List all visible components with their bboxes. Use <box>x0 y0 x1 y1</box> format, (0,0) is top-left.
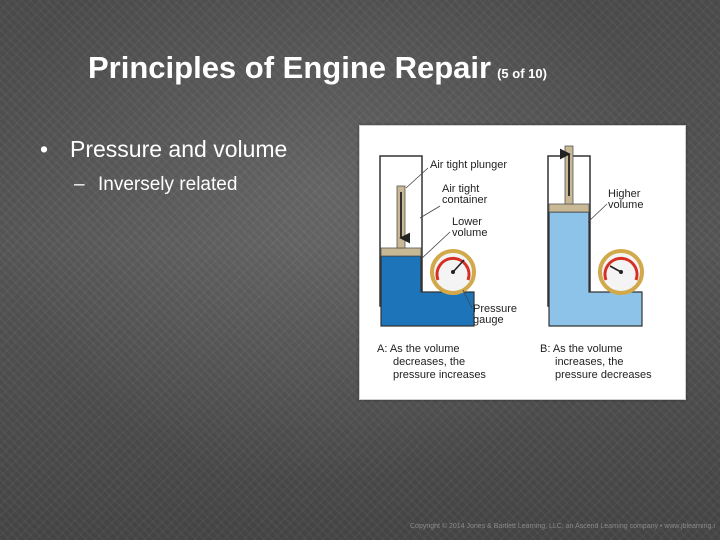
gauge-hub-a <box>451 270 455 274</box>
caption-b-1: B: As the volume <box>540 343 623 355</box>
copyright-notice: Copyright © 2014 Jones & Bartlett Learni… <box>410 523 715 530</box>
gauge-hub-b <box>619 270 623 274</box>
pressure-volume-diagram: Air tight plunger Air tight container Lo… <box>359 125 686 400</box>
leader-lines <box>405 167 608 309</box>
bullet-list: • Pressure and volume –Inversely related <box>40 134 287 198</box>
plunger-b <box>548 203 590 213</box>
title-main: Principles of Engine Repair <box>88 50 492 85</box>
slide-title: Principles of Engine Repair (5 of 10) <box>88 48 708 94</box>
bullet-text: Pressure and volume <box>70 136 288 162</box>
label-plunger: Air tight plunger <box>430 159 507 171</box>
leader-lower <box>419 231 451 261</box>
apparatus-a <box>379 155 476 327</box>
gauge-scale-b <box>603 257 639 281</box>
caption-a-1: A: As the volume <box>377 343 460 355</box>
caption-a-2: decreases, the <box>393 356 465 368</box>
gauge-needle-a <box>452 259 465 273</box>
label-container-2: container <box>442 194 488 206</box>
label-container-1: Air tight <box>442 183 479 195</box>
title-counter: (5 of 10) <box>497 66 547 81</box>
apparatus-b <box>547 145 644 327</box>
caption-a-3: pressure increases <box>393 369 486 381</box>
caption-b-3: pressure decreases <box>555 369 652 381</box>
sub-bullet-text: Inversely related <box>98 174 238 195</box>
sub-bullet-glyph: – <box>74 174 85 195</box>
bullet-item: • Pressure and volume <box>40 134 287 164</box>
sub-bullet-item: –Inversely related <box>74 172 287 198</box>
label-gauge-2: gauge <box>473 314 504 326</box>
label-gauge-1: Pressure <box>473 303 517 315</box>
gauge-needle-b <box>609 265 622 273</box>
diagram-labels: Air tight plunger Air tight container Lo… <box>377 159 652 381</box>
label-lower-2: volume <box>452 227 487 239</box>
plunger-a <box>380 247 422 257</box>
diagram-svg: Air tight plunger Air tight container Lo… <box>377 145 652 381</box>
leader-plunger <box>405 167 429 189</box>
leader-container <box>419 205 441 219</box>
leader-higher <box>587 203 608 223</box>
label-lower-1: Lower <box>452 216 482 228</box>
leader-gauge <box>462 289 473 309</box>
gauge-scale-a <box>435 257 471 281</box>
bullet-glyph: • <box>40 136 49 162</box>
caption-b-2: increases, the <box>555 356 623 368</box>
label-higher-2: volume <box>608 199 643 211</box>
label-higher-1: Higher <box>608 188 641 200</box>
